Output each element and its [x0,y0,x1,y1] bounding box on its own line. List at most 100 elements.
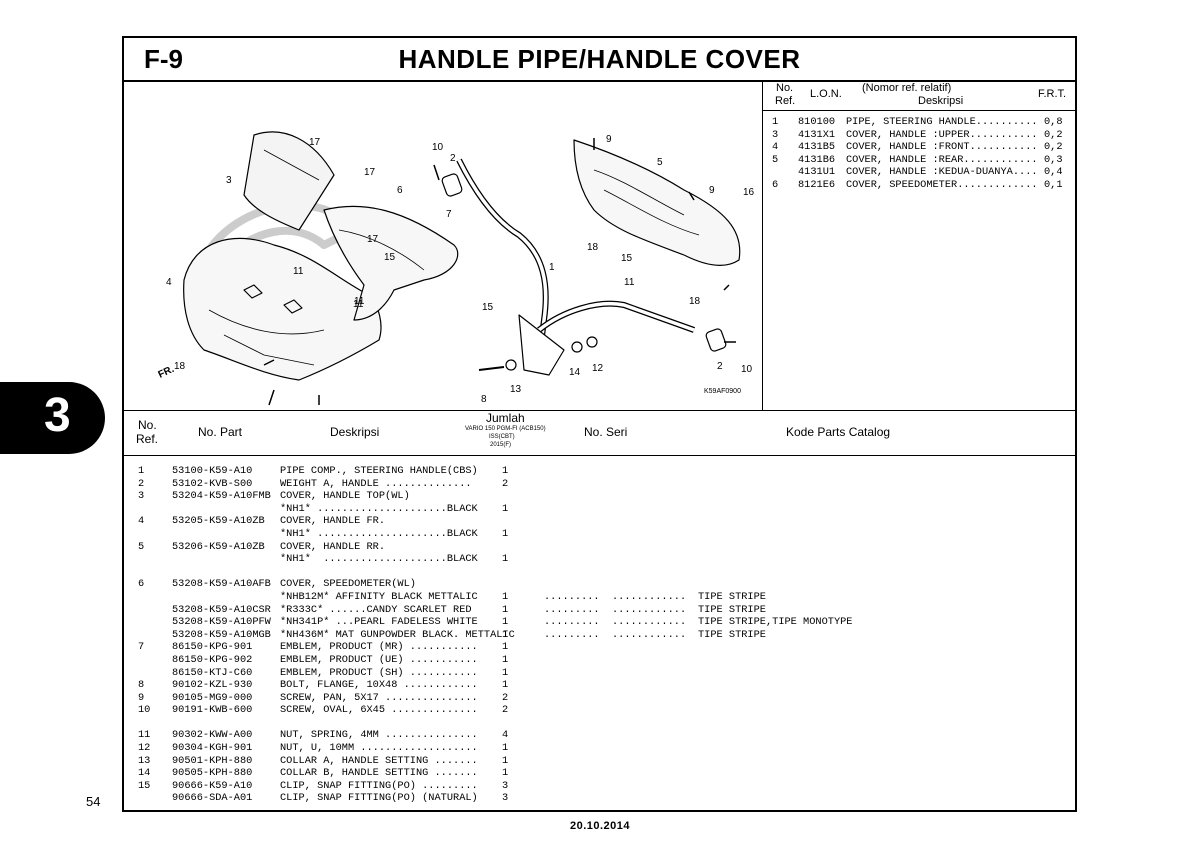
parts-cell-qty: 1 [502,641,509,654]
parts-cell-qty: 3 [502,792,509,805]
lon-header-desc-sub: (Nomor ref. relatif) [862,82,952,94]
callout-label: 4 [166,277,172,288]
lon-cell-lon: 4131B5 [798,141,836,154]
parts-cell-desc: *NH1* ....................BLACK [280,553,478,566]
callout-label: 14 [569,367,581,378]
lon-cell-lon: 810100 [798,116,836,128]
callout-label: 3 [226,175,232,186]
parts-cell-ref: 15 [138,779,151,792]
table-row: 7 86150-KPG-901 EMBLEM, PRODUCT (MR) .....… [138,641,852,654]
parts-cell-ref: 14 [138,767,151,780]
parts-cell-part: 90304-KGH-901 [172,742,253,755]
parts-cell-serial [544,541,698,554]
parts-cell-ref: 4 [138,515,145,528]
parts-header-part: No. Part [198,425,243,439]
parts-cell-part: 90302-KWW-A00 [172,729,253,742]
callout-label: 17 [367,234,379,245]
parts-cell-ref: 7 [138,641,145,654]
parts-cell-serial [544,465,698,478]
callout-label: 2 [717,361,723,372]
parts-cell-desc: EMBLEM, PRODUCT (SH) ........... [280,666,478,679]
parts-cell-qty [502,541,544,554]
rear-cover-part [323,205,459,321]
parts-cell-desc: NUT, U, 10MM ................... [280,742,478,755]
windshield-part [243,131,335,231]
lon-cell-desc: PIPE, STEERING HANDLE.......... [846,116,1038,128]
parts-cell-part: 86150-KPG-902 [172,653,253,666]
lon-cell-lon: 4131B6 [798,153,836,166]
parts-cell-desc: WEIGHT A, HANDLE .............. [280,477,472,490]
parts-cell-qty: 1 [502,653,509,666]
parts-cell-part: 86150-KPG-901 [172,641,253,654]
lon-header-no: No. [776,82,794,94]
parts-cell-qty: 1 [502,590,509,603]
parts-cell-serial [544,679,698,692]
page-header: F-9 HANDLE PIPE/HANDLE COVER [124,38,1075,82]
lon-cell-frt: 0,8 [1044,116,1063,128]
print-date: 20.10.2014 [569,820,631,832]
parts-cell-part: 53208-K59-A10MGB [172,628,271,641]
parts-cell-part: 53100-K59-A10 [172,465,253,477]
parts-cell-desc: *NH341P* ...PEARL FADELESS WHITE [280,616,478,629]
parts-cell-ref [138,616,172,629]
lon-header-lon: L.O.N. [810,88,842,100]
table-row: 14 90505-KPH-880 COLLAR B, HANDLE SETTING … [138,767,852,780]
callout-label: 11 [624,277,635,288]
parts-cell-ref: 10 [138,704,151,717]
speedo-cover-part [573,139,741,267]
parts-cell-qty: 1 [502,679,509,692]
parts-cell-part: 90505-KPH-880 [172,767,253,780]
parts-cell-qty: 1 [502,767,509,780]
parts-cell-part: 90105-MG9-000 [172,691,253,704]
parts-cell-desc: COVER, HANDLE FR. [280,515,386,528]
row-spacer [138,566,852,579]
lon-header-desc: Deskripsi [918,95,964,107]
catalog-frame: F-9 HANDLE PIPE/HANDLE COVER [122,36,1077,812]
page-title: HANDLE PIPE/HANDLE COVER [398,44,801,74]
parts-cell-ref: 5 [138,540,145,553]
parts-cell-qty: 1 [502,754,509,767]
parts-cell-desc: COVER, HANDLE RR. [280,540,386,553]
parts-cell-part: 53208-K59-A10AFB [172,578,271,591]
table-row: 53208-K59-A10CSR*R333C* ......CANDY SCAR… [138,604,852,617]
parts-cell-part: 53102-KVB-S00 [172,477,253,490]
callout-label: 8 [481,394,487,405]
parts-cell-desc: COLLAR B, HANDLE SETTING ....... [280,767,478,780]
table-row: 86150-KTJ-C60 EMBLEM, PRODUCT (SH) ......… [138,667,852,680]
parts-cell-desc: NUT, SPRING, 4MM ............... [280,729,478,742]
parts-cell-ref [138,503,172,516]
parts-cell-serial [544,654,698,667]
lon-cell-lon: 4131U1 [798,166,836,179]
lon-cell-frt: 0,4 [1044,166,1063,179]
parts-cell-part [172,503,280,516]
parts-cell-serial [544,780,698,793]
lon-header-frt: F.R.T. [1038,88,1067,100]
callout-label: 17 [364,167,376,178]
callout-label: 15 [384,252,396,263]
parts-cell-serial [544,528,698,541]
parts-cell-serial [544,704,698,717]
callout-label: 10 [432,142,444,153]
parts-cell-part: 90501-KPH-880 [172,754,253,767]
parts-cell-desc: EMBLEM, PRODUCT (MR) ........... [280,641,478,654]
callout-label: 1 [549,262,555,273]
parts-header-model: VARIO 150 PGM-FI (ACB150) [465,426,546,432]
parts-cell-ref: 8 [138,679,145,692]
parts-header-model-year: 2015(F) [490,442,512,448]
parts-cell-qty [502,515,544,528]
lon-header-ref: Ref. [775,95,796,107]
parts-cell-part: 86150-KTJ-C60 [172,666,253,679]
parts-cell-ref: 9 [138,691,145,704]
front-cover-part [183,237,382,381]
callout-label: 5 [657,157,663,168]
